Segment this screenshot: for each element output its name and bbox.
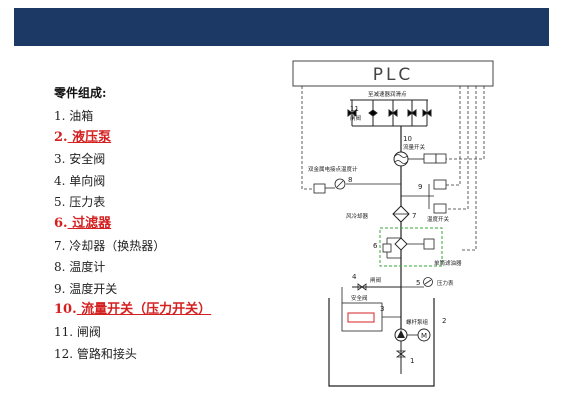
part-item: 9. 温度开关 — [54, 281, 284, 303]
part-number: 7. — [54, 238, 66, 253]
part-item: 8. 温度计 — [54, 259, 284, 281]
label-6-number: 6 — [373, 242, 378, 250]
relief-valve-symbol — [347, 312, 375, 323]
suction-valve-symbol — [395, 350, 407, 358]
hydraulic-diagram: PLC 至减速器润滑点 11 闸阀 10 流量开关 8 双金属电接点温度计 — [284, 58, 504, 388]
part-item: 3. 安全阀 — [54, 151, 284, 173]
label-7-text: 风冷却器 — [346, 212, 369, 220]
part-label: 流量开关（压力开关） — [81, 302, 212, 318]
part-label: 油箱 — [69, 109, 94, 123]
flow-switch-box — [423, 153, 437, 164]
label-4-number: 4 — [352, 273, 357, 281]
part-label: 闸阀 — [76, 324, 101, 339]
part-item: 6. 过滤器 — [54, 216, 284, 238]
filter-indicator — [423, 238, 435, 250]
label-8-number: 8 — [348, 176, 352, 184]
label-3-number: 3 — [380, 305, 384, 313]
part-item: 12. 管路和接头 — [54, 346, 284, 368]
label-9-number: 9 — [418, 183, 422, 191]
part-label: 冷却器（换热器） — [69, 238, 166, 253]
part-label: 温度计 — [69, 260, 106, 275]
label-5-text: 压力表 — [437, 279, 454, 287]
part-number: 6. — [54, 215, 68, 231]
part-number: 8. — [54, 260, 66, 275]
label-9-text: 温度开关 — [427, 215, 450, 223]
part-label: 压力表 — [69, 195, 106, 210]
label-11-text: 闸阀 — [350, 114, 361, 122]
part-number: 3. — [54, 152, 66, 167]
part-item: 5. 压力表 — [54, 194, 284, 216]
part-item: 10. 流量开关（压力开关） — [54, 302, 284, 324]
part-label: 液压泵 — [72, 129, 112, 145]
part-number: 10. — [54, 302, 77, 318]
part-label: 过滤器 — [72, 215, 112, 231]
hydraulic-schematic: PLC 至减速器润滑点 11 闸阀 10 流量开关 8 双金属电接点温度计 — [292, 60, 494, 387]
label-3-text: 安全阀 — [351, 294, 368, 302]
label-1-number: 1 — [410, 357, 414, 365]
flow-switch-symbol — [393, 151, 409, 167]
title-banner — [14, 8, 549, 46]
label-5-number: 5 — [416, 279, 420, 287]
motor-label: M — [421, 332, 427, 340]
lubrication-point-label: 至减速器润滑点 — [368, 90, 407, 98]
filter-group-box — [379, 227, 443, 267]
label-10-number: 10 — [403, 135, 412, 143]
label-10-text: 流量开关 — [403, 143, 426, 151]
plc-box — [292, 60, 494, 87]
label-2-text: 螺杆泵组 — [406, 318, 429, 326]
part-label: 单向阀 — [69, 173, 106, 188]
label-6-text: 单筒滤油器 — [434, 259, 462, 267]
part-number: 12. — [54, 346, 74, 361]
part-item: 11. 闸阀 — [54, 324, 284, 346]
part-number: 9. — [54, 281, 66, 296]
part-item: 7. 冷却器（换热器） — [54, 238, 284, 260]
parts-list-title: 零件组成: — [54, 86, 107, 100]
part-number: 5. — [54, 195, 66, 210]
motor-symbol — [417, 328, 431, 342]
label-4-text: 闸阀 — [370, 276, 381, 284]
part-item: 4. 单向阀 — [54, 173, 284, 195]
part-number: 1. — [54, 109, 66, 123]
gate-valve-4-symbol — [357, 283, 367, 291]
plc-label: PLC — [373, 65, 414, 85]
part-number: 2. — [54, 129, 68, 145]
label-11-number: 11 — [350, 105, 359, 113]
part-label: 温度开关 — [69, 281, 118, 296]
oil-tank — [328, 298, 435, 387]
part-label: 管路和接头 — [76, 346, 137, 361]
label-8-text: 双金属电接点温度计 — [308, 165, 358, 173]
part-label: 安全阀 — [69, 152, 106, 167]
signal-lines — [301, 86, 485, 251]
filter-symbol — [394, 237, 408, 251]
label-2-number: 2 — [442, 317, 446, 325]
part-number: 11. — [54, 324, 74, 339]
part-number: 4. — [54, 173, 66, 188]
part-item: 1. 油箱 — [54, 108, 284, 130]
part-item: 2. 液压泵 — [54, 130, 284, 152]
outlet-valves — [347, 100, 432, 126]
label-7-number: 7 — [412, 212, 416, 220]
